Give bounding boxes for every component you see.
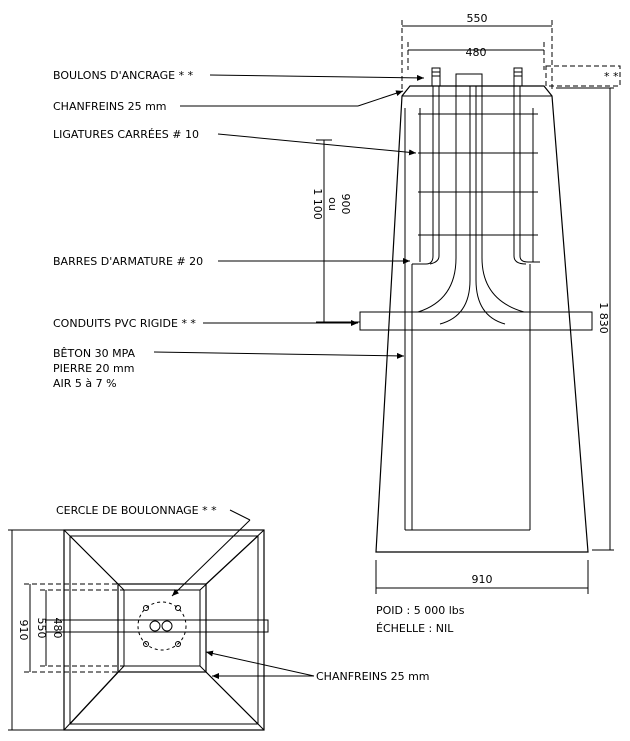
- conduit-left: [417, 86, 457, 313]
- anchor-bolt-left: [431, 67, 441, 87]
- callouts: BOULONS D'ANCRAGE * * CHANFREINS 25 mm L…: [53, 69, 465, 683]
- plan-outer-square: [63, 529, 265, 731]
- anchor-bolt-right: [513, 67, 523, 87]
- conduit-right: [481, 86, 525, 313]
- label-concrete-3: AIR 5 à 7 %: [53, 377, 117, 390]
- label-chamfers-bottom: CHANFREINS 25 mm: [316, 670, 430, 683]
- label-weight: POID : 5 000 lbs: [376, 604, 465, 617]
- dim-depth-or: ou: [326, 197, 339, 211]
- label-ties: LIGATURES CARRÉES # 10: [53, 128, 199, 141]
- conduit-horizontal: [359, 311, 593, 331]
- dim-top-outer: 550: [467, 12, 488, 25]
- elevation-view: 550 480 * * 1 830 900 ou 1 100 910: [311, 12, 621, 594]
- label-anchor-bolts: BOULONS D'ANCRAGE * *: [53, 69, 194, 82]
- dim-plan-550: 550: [35, 618, 48, 639]
- label-conduits: CONDUITS PVC RIGIDE * *: [53, 317, 196, 330]
- dim-depth-900: 900: [339, 194, 352, 215]
- dim-plan-910: 910: [17, 620, 30, 641]
- conduit-top: [455, 73, 483, 87]
- bolt-circle: [137, 601, 187, 651]
- label-concrete-2: PIERRE 20 mm: [53, 362, 135, 375]
- dim-height-total: 1 830: [597, 302, 610, 334]
- label-chamfers-top: CHANFREINS 25 mm: [53, 100, 167, 113]
- dim-base-width: 910: [472, 573, 493, 586]
- side-stars: * *: [604, 70, 619, 83]
- label-rebar: BARRES D'ARMATURE # 20: [53, 255, 203, 268]
- rebar-hook-left: [412, 255, 434, 265]
- plan-view: 910 550 480: [8, 529, 269, 731]
- dim-plan-480: 480: [51, 618, 64, 639]
- label-bolt-circle: CERCLE DE BOULONNAGE * *: [56, 504, 217, 517]
- label-concrete-1: BÊTON 30 MPA: [53, 347, 136, 360]
- bolt-projection-box: [545, 65, 621, 87]
- plan-inner-square: [117, 583, 207, 673]
- dim-depth-1100: 1 100: [311, 188, 324, 220]
- label-scale: ÉCHELLE : NIL: [376, 622, 454, 635]
- dim-top-inner: 480: [466, 46, 487, 59]
